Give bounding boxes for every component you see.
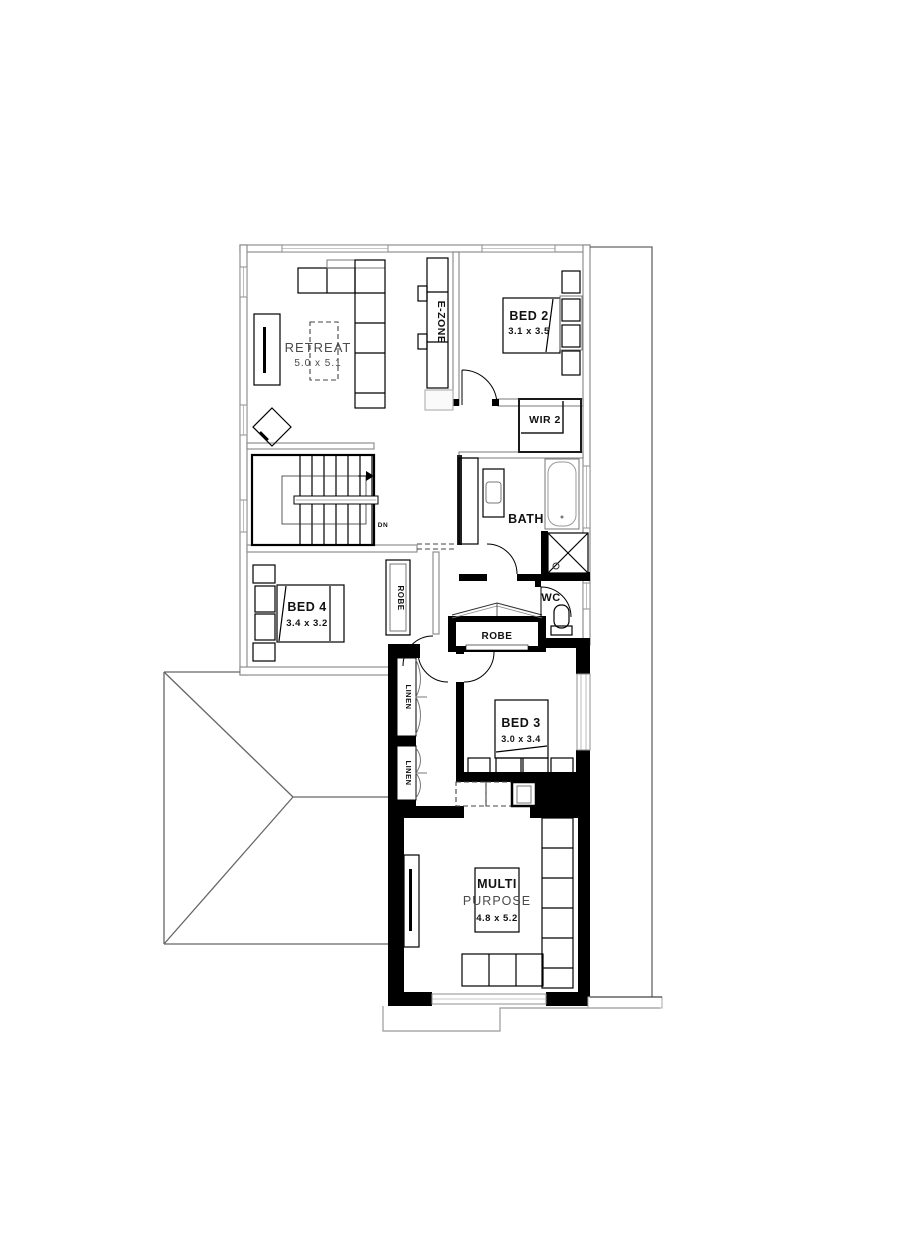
room-label-retreat: RETREAT bbox=[285, 340, 352, 355]
tv-unit-multi bbox=[403, 854, 420, 948]
door-bed4 bbox=[402, 635, 434, 667]
room-dims-retreat: 5.0 x 5.1 bbox=[294, 358, 341, 369]
room-multi: MULTI PURPOSE 4.8 x 5.2 bbox=[403, 817, 574, 1005]
stair-arrow bbox=[366, 471, 374, 481]
roof-outline bbox=[163, 246, 663, 1032]
room-retreat: RETREAT 5.0 x 5.1 bbox=[252, 259, 386, 447]
room-dims-multi: 4.8 x 5.2 bbox=[476, 913, 517, 924]
toilet-cistern bbox=[550, 625, 573, 636]
lower-roof-outline bbox=[382, 1006, 660, 1032]
room-dims-bed4: 3.4 x 3.2 bbox=[286, 618, 327, 629]
linen-closets: LINEN LINEN bbox=[396, 657, 427, 801]
basin bbox=[485, 481, 502, 504]
shower-rose bbox=[552, 562, 560, 570]
multi-table bbox=[474, 867, 520, 933]
room-bed2: BED 2 3.1 x 3.5 bbox=[502, 270, 583, 376]
cabinet-run bbox=[455, 780, 538, 808]
linen-top-label: LINEN bbox=[404, 685, 413, 710]
room-label-ezone: E-ZONE bbox=[435, 301, 447, 344]
robe-bed3: ROBE bbox=[448, 602, 546, 652]
armchair bbox=[252, 407, 292, 447]
windows bbox=[239, 244, 591, 610]
room-label-wir2: WIR 2 bbox=[529, 414, 561, 426]
door-bed2 bbox=[461, 369, 498, 406]
room-wir2: WIR 2 bbox=[518, 398, 582, 453]
room-dims-bed3: 3.0 x 3.4 bbox=[501, 734, 541, 744]
solid-walls bbox=[388, 642, 590, 1006]
toilet-bowl bbox=[553, 604, 570, 629]
robe-bed4-label: ROBE bbox=[396, 585, 405, 610]
stair-direction: DN bbox=[378, 522, 388, 529]
bed4-bed bbox=[276, 584, 345, 643]
room-bed3: BED 3 3.0 x 3.4 bbox=[467, 673, 591, 775]
room-label-wc: WC bbox=[541, 592, 560, 604]
multi-sofa bbox=[541, 817, 574, 989]
room-label-bath: BATH bbox=[508, 512, 544, 526]
room-ezone: E-ZONE bbox=[417, 257, 454, 411]
bath-vanity bbox=[482, 468, 505, 518]
room-label-bed2: BED 2 bbox=[509, 309, 548, 323]
door-hall bbox=[417, 651, 449, 683]
room-label-multi-2: PURPOSE bbox=[463, 894, 531, 908]
stairs: DN bbox=[250, 453, 457, 550]
door-bath bbox=[486, 543, 518, 575]
door-bed3 bbox=[463, 651, 495, 683]
room-label-multi-1: MULTI bbox=[477, 877, 517, 891]
bathtub bbox=[544, 458, 580, 530]
room-bed4: ROBE BED 4 3.4 x 3.2 bbox=[252, 559, 411, 662]
robe-bed3-label: ROBE bbox=[482, 631, 513, 642]
eave-strip bbox=[587, 996, 663, 1009]
doors bbox=[402, 369, 572, 683]
desk-chair bbox=[417, 285, 428, 302]
room-wc: WC bbox=[541, 592, 573, 636]
ezone-desk bbox=[426, 257, 449, 389]
desk-chair bbox=[417, 333, 428, 350]
room-dims-bed2: 3.1 x 3.5 bbox=[508, 326, 550, 337]
coffee-table bbox=[309, 321, 339, 381]
robe-bed4 bbox=[385, 559, 411, 636]
room-bath: BATH bbox=[458, 457, 589, 574]
room-label-bed4: BED 4 bbox=[287, 600, 326, 614]
exterior-walls bbox=[239, 244, 591, 676]
tv-unit-retreat bbox=[253, 313, 281, 386]
door-wc bbox=[540, 586, 572, 618]
bath-cupboard bbox=[458, 457, 479, 545]
room-label-bed3: BED 3 bbox=[501, 716, 540, 730]
linen-bottom-label: LINEN bbox=[404, 761, 413, 786]
